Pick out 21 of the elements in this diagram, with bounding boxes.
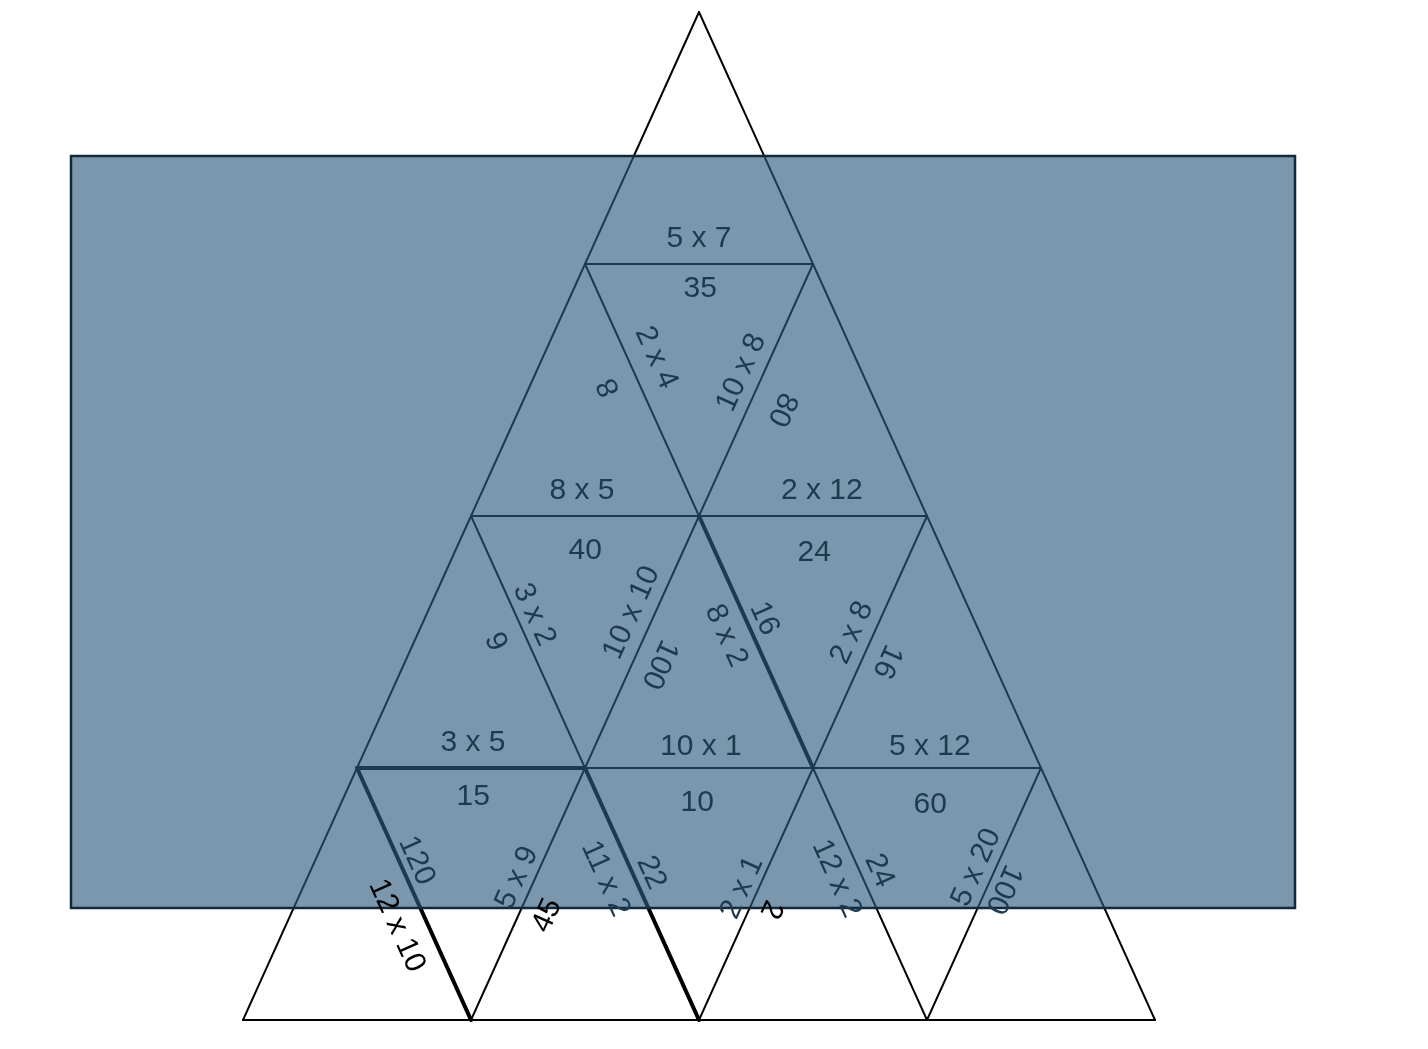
answer-label: 24 [797, 536, 831, 566]
answer-label: 10 [680, 786, 714, 816]
answer-label: 35 [683, 272, 717, 302]
question-label: 5 x 12 [889, 730, 971, 760]
answer-label: 16 [867, 640, 909, 684]
question-label: 8 x 5 [549, 474, 615, 504]
question-label: 5 x 7 [666, 222, 732, 252]
question-label: 3 x 5 [440, 726, 506, 756]
answer-label: 16 [744, 596, 786, 640]
question-label: 2 x 4 [629, 321, 685, 393]
answer-label: 120 [394, 831, 442, 889]
answer-label: 15 [456, 780, 490, 810]
answer-label: 24 [859, 848, 901, 892]
answer-label: 2 [754, 896, 789, 924]
answer-label: 40 [568, 534, 602, 564]
answer-label: 45 [524, 893, 566, 937]
question-label: 10 x 1 [660, 730, 742, 760]
answer-label: 8 [589, 374, 624, 402]
answer-label: 60 [913, 788, 947, 818]
question-label: 2 x 12 [781, 474, 863, 504]
answer-label: 100 [637, 636, 685, 694]
